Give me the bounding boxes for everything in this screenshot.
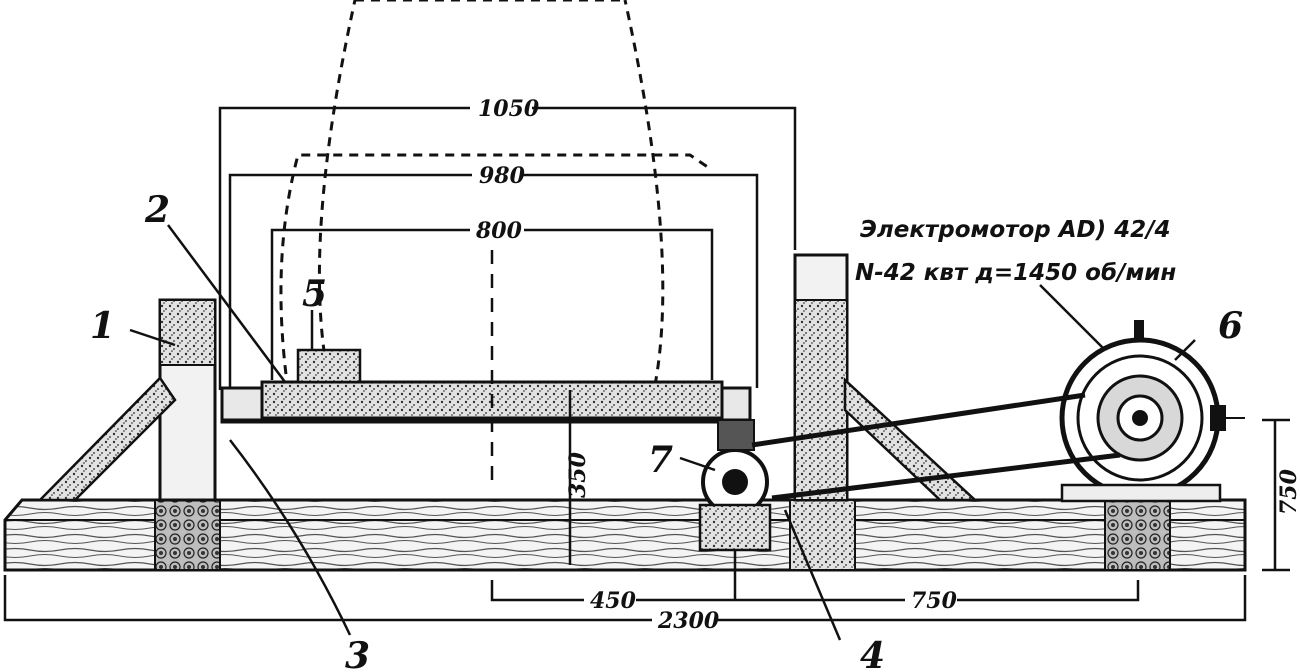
- dim-450: 450: [590, 588, 637, 614]
- callout-6: 6: [1218, 305, 1243, 347]
- callout-4: 4: [860, 635, 885, 672]
- left-post: [37, 298, 217, 502]
- dimension-labels: 1050 980 800 350 450 750 2300 750: [470, 96, 1300, 634]
- callout-7: 7: [648, 439, 673, 481]
- callout-1: 1: [90, 305, 115, 347]
- motor-caption-line-1: Электромотор AD) 42/4: [860, 217, 1171, 243]
- dim-800: 800: [475, 218, 523, 244]
- callout-2: 2: [144, 189, 170, 231]
- leader-lines: [129, 224, 1196, 641]
- callout-3: 3: [345, 635, 370, 672]
- dim-750-side: 750: [1276, 468, 1300, 515]
- dim-1050: 1050: [478, 96, 540, 122]
- frame: [220, 348, 752, 424]
- electric-motor: [1059, 320, 1245, 503]
- base-beam: [3, 498, 1247, 572]
- callout-numbers: 1 2 3 4 5 6 7: [90, 189, 1243, 672]
- pulley-assembly: [698, 392, 1121, 552]
- motor-caption-line-2: N-42 квт д=1450 об/мин: [855, 260, 1176, 286]
- callout-5: 5: [302, 273, 327, 315]
- dim-2300: 2300: [657, 608, 720, 634]
- dim-750-bottom: 750: [911, 588, 958, 614]
- dim-350: 350: [565, 451, 591, 498]
- dim-980: 980: [479, 163, 526, 189]
- motor-caption: Электромотор AD) 42/4 N-42 квт д=1450 об…: [855, 217, 1176, 286]
- barrel-outline: [279, 0, 713, 391]
- right-post: [793, 253, 979, 502]
